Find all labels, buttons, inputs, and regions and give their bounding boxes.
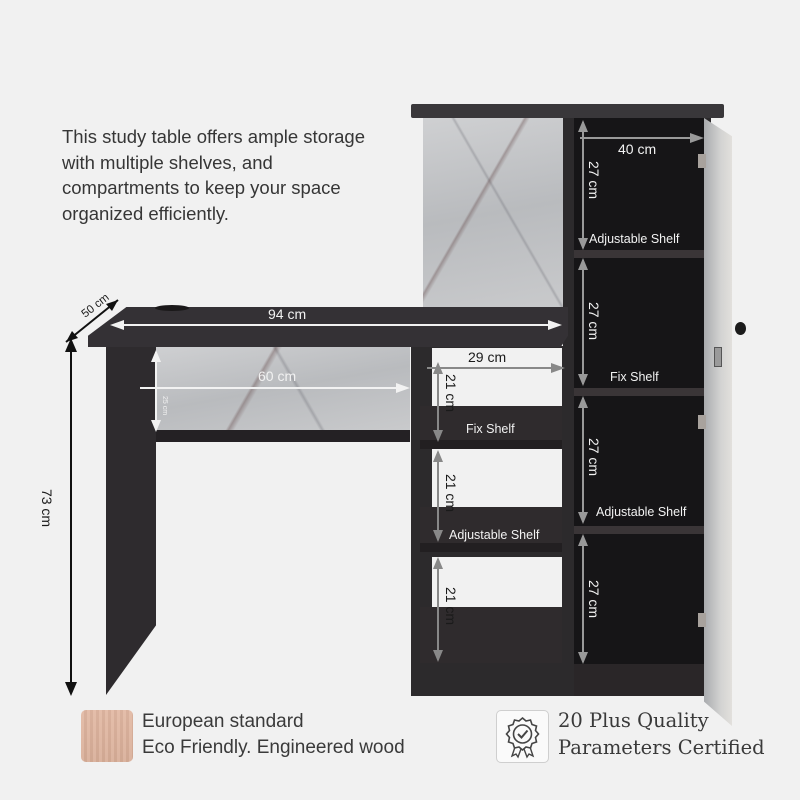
middle-compartment-3-back	[420, 607, 562, 663]
cabinet-shelf-1	[574, 250, 704, 258]
middle-height-label-2: 21 cm	[443, 473, 460, 513]
feature-eco-line1: European standard	[142, 711, 304, 732]
middle-width-label: 29 cm	[468, 349, 507, 365]
middle-compartment-2-back	[420, 507, 562, 543]
middle-shelf-label-2: Adjustable Shelf	[449, 528, 540, 542]
cabinet-shelf-label-2: Fix Shelf	[610, 370, 659, 384]
middle-shelf-label-1: Fix Shelf	[466, 422, 515, 436]
desk-back-rail	[130, 430, 410, 442]
cabinet-shelf-label-3: Adjustable Shelf	[596, 505, 687, 519]
feature-eco-line2: Eco Friendly. Engineered wood	[142, 737, 405, 758]
feature-certified: 20 Plus Quality Parameters Certified	[496, 709, 786, 763]
opening-height-label: 25 cm	[161, 395, 169, 416]
middle-height-arrow-3	[433, 557, 443, 662]
cabinet-height-arrow-2	[578, 258, 588, 386]
cabinet-compartment-1	[574, 118, 704, 250]
desktop-surface	[88, 307, 568, 347]
depth-arrow	[65, 299, 119, 343]
opening-width-arrow	[140, 383, 410, 393]
middle-width-arrow	[427, 363, 565, 373]
cabinet-shelf-label-1: Adjustable Shelf	[589, 232, 680, 246]
middle-adjustable-shelf	[420, 543, 562, 552]
middle-compartment-2-open	[432, 449, 562, 507]
intro-text: This study table offers ample storage wi…	[62, 126, 366, 224]
cabinet-width-arrow	[580, 133, 704, 143]
middle-fix-shelf	[420, 440, 562, 449]
cabinet-height-arrow-4	[578, 534, 588, 664]
feature-eco-wood: European standard Eco Friendly. Engineer…	[81, 709, 471, 763]
middle-height-label-1: 21 cm	[443, 373, 460, 413]
middle-height-arrow-2	[433, 450, 443, 542]
height-arrow	[65, 338, 77, 696]
certified-badge-icon	[496, 710, 549, 763]
hinge-1	[698, 154, 706, 168]
cabinet-compartment-4	[574, 534, 704, 664]
cabinet-door[interactable]	[704, 118, 732, 726]
cabinet-shelf-3	[574, 526, 704, 534]
width-label: 94 cm	[268, 306, 307, 322]
cabinet-top	[411, 104, 724, 118]
wood-swatch-icon	[81, 710, 133, 762]
middle-height-arrow-1	[433, 362, 443, 442]
cabinet-height-label-3: 27 cm	[586, 437, 603, 477]
cabinet-height-label-2: 27 cm	[586, 301, 603, 341]
cabinet-width-label: 40 cm	[618, 141, 657, 157]
left-leg	[106, 347, 156, 695]
cabinet-height-label-1: 27 cm	[586, 160, 603, 200]
door-lock	[714, 347, 722, 367]
door-knob[interactable]	[735, 322, 746, 335]
opening-height-arrow	[151, 350, 161, 432]
feature-certified-line2: Parameters Certified	[558, 736, 765, 759]
marble-back-panel-upper	[423, 118, 563, 308]
hinge-3	[698, 613, 706, 627]
cabinet-compartment-2	[574, 258, 704, 388]
cable-grommet	[155, 305, 189, 311]
cabinet-compartment-3	[574, 396, 704, 526]
middle-compartment-1-open	[432, 348, 562, 406]
width-arrow	[110, 320, 562, 330]
cabinet-height-arrow-1	[578, 120, 588, 250]
middle-height-label-3: 21 cm	[443, 586, 460, 626]
opening-width-label: 60 cm	[258, 368, 297, 384]
cabinet-height-arrow-3	[578, 396, 588, 524]
cabinet-shelf-2	[574, 388, 704, 396]
cabinet-base	[574, 664, 704, 696]
feature-certified-line1: 20 Plus Quality	[558, 709, 709, 732]
height-label: 73 cm	[39, 488, 56, 528]
cabinet-height-label-4: 27 cm	[586, 579, 603, 619]
hinge-2	[698, 415, 706, 429]
middle-compartment-3-open	[432, 557, 562, 607]
middle-compartment-1-back	[420, 406, 562, 440]
